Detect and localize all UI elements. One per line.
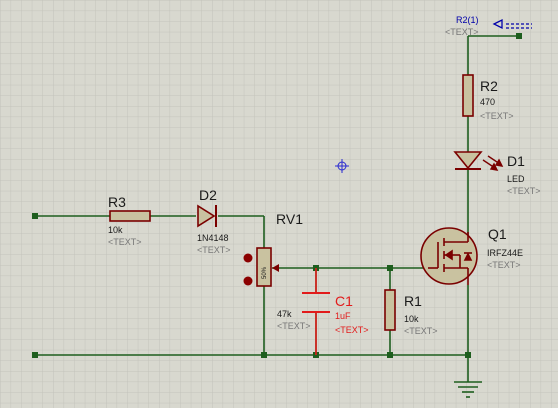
mosfet-q1[interactable] [420, 227, 478, 285]
rv1-decrease-icon[interactable] [243, 276, 253, 286]
junction-rv1-gnd [261, 352, 267, 358]
potentiometer-rv1[interactable]: 50% RV1 47k <TEXT> [243, 211, 311, 331]
capacitor-c1[interactable]: C1 1uF <TEXT> [302, 268, 369, 355]
d2-ref: D2 [199, 187, 217, 203]
wire-end-terminal[interactable] [516, 33, 522, 39]
rv1-text-placeholder: <TEXT> [277, 321, 311, 331]
r3-text-placeholder: <TEXT> [108, 237, 142, 247]
r2-value: 470 [480, 97, 495, 107]
wires [35, 35, 519, 382]
d1-text-placeholder: <TEXT> [507, 186, 541, 196]
r2-ref: R2 [480, 78, 498, 94]
r2-text-placeholder: <TEXT> [480, 111, 514, 121]
d2-value: 1N4148 [197, 233, 229, 243]
wire-end-left-bottom[interactable] [32, 352, 38, 358]
r3-value: 10k [108, 225, 123, 235]
wire-end-left-top[interactable] [32, 213, 38, 219]
junction-q1-gnd [465, 352, 471, 358]
q1-text-placeholder: <TEXT> [487, 260, 521, 270]
q1-value: IRFZ44E [487, 248, 523, 258]
rv1-increase-icon[interactable] [243, 253, 253, 263]
junction-c1-r1 [387, 265, 393, 271]
r1-ref: R1 [404, 293, 422, 309]
resistor-r2[interactable]: R2 470 <TEXT> [462, 74, 514, 121]
terminal-ref: R2(1) [456, 15, 479, 25]
resistor-r3[interactable]: R3 10k <TEXT> [108, 194, 151, 247]
terminal-text-placeholder: <TEXT> [445, 27, 479, 37]
r1-value: 10k [404, 314, 419, 324]
resistor-r1[interactable]: R1 10k <TEXT> [384, 289, 438, 336]
ground-icon[interactable] [454, 381, 482, 398]
q1-ref: Q1 [488, 226, 507, 242]
d2-text-placeholder: <TEXT> [197, 245, 231, 255]
d1-ref: D1 [507, 153, 525, 169]
junction-r1-gnd [387, 352, 393, 358]
led-d1[interactable]: D1 LED <TEXT> [453, 151, 541, 196]
rv1-dial-value: 50% [262, 266, 268, 279]
rv1-value: 47k [277, 309, 292, 319]
rv1-ref: RV1 [276, 211, 303, 227]
c1-ref: C1 [335, 293, 353, 309]
power-terminal[interactable]: R2(1) <TEXT> [445, 15, 532, 37]
r1-text-placeholder: <TEXT> [404, 326, 438, 336]
terminal-icon [492, 18, 503, 30]
diode-d2[interactable]: D2 1N4148 <TEXT> [197, 187, 231, 255]
c1-value: 1uF [335, 311, 351, 321]
crosshair-icon [335, 159, 349, 173]
d1-value: LED [507, 174, 525, 184]
r3-ref: R3 [108, 194, 126, 210]
c1-text-placeholder: <TEXT> [335, 325, 369, 335]
